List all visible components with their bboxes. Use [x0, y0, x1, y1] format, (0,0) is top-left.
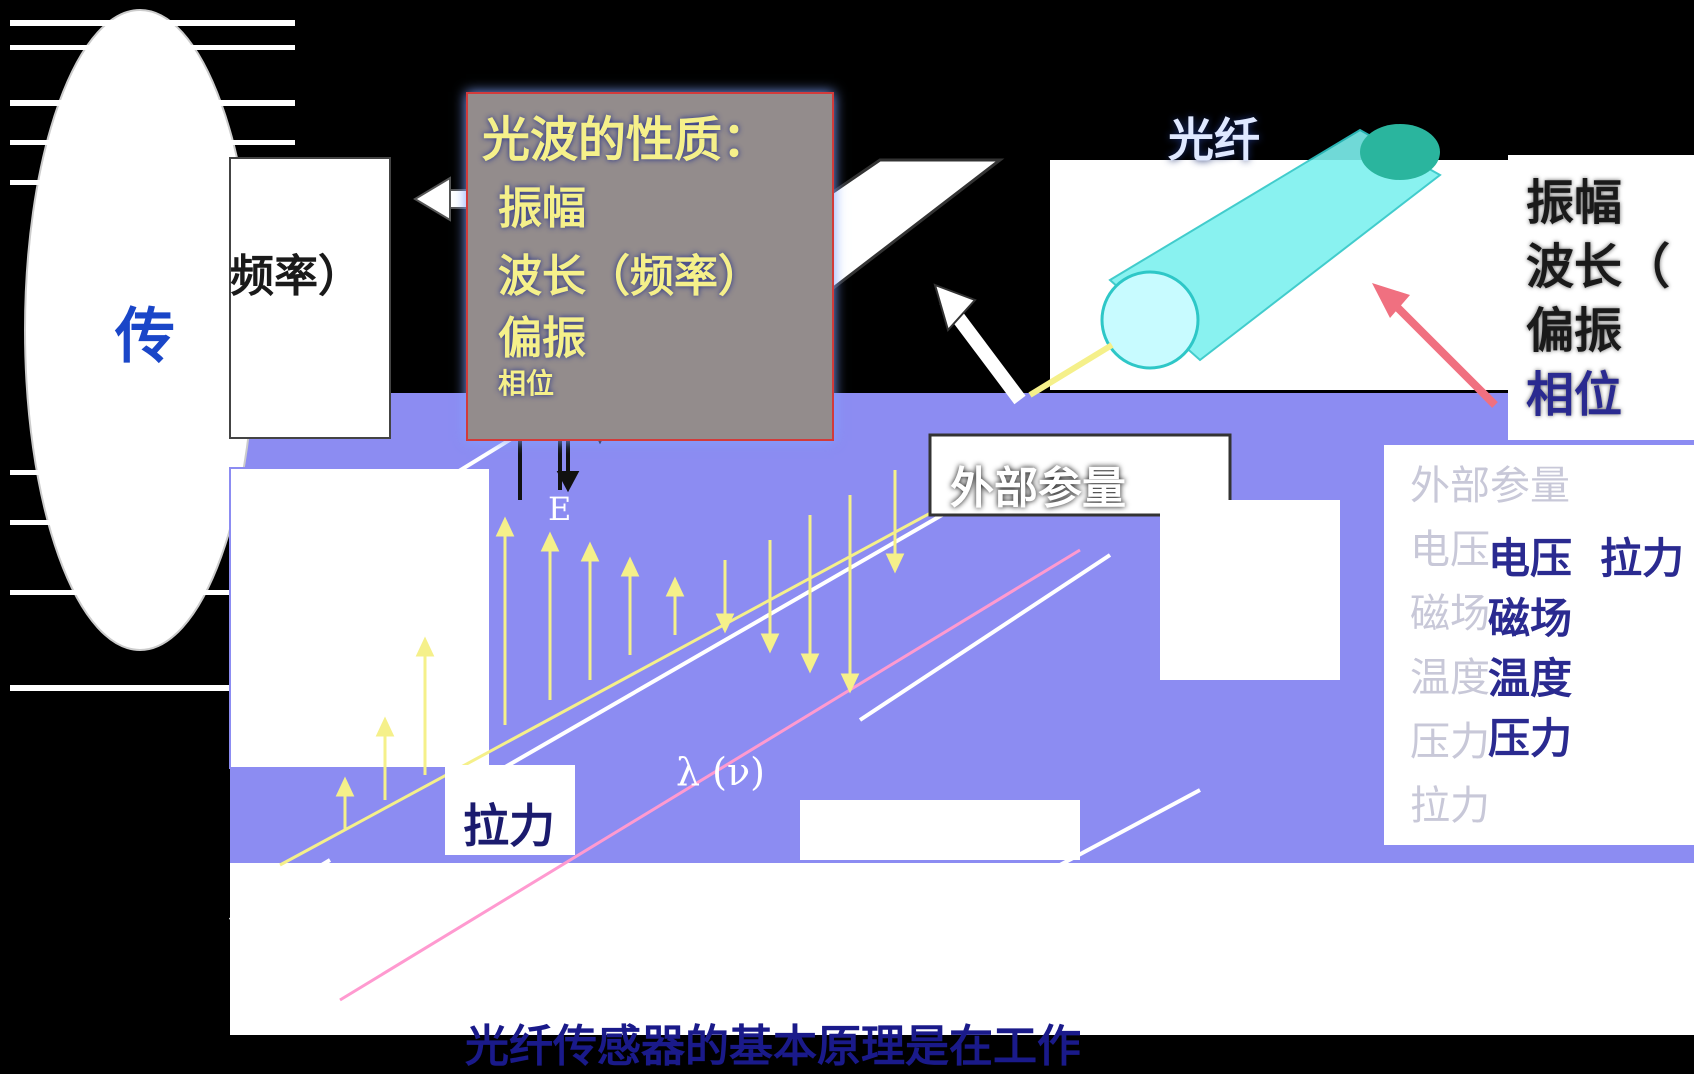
red-arrow: [1372, 283, 1498, 408]
property-polarization: 偏振: [498, 313, 586, 364]
property-phase: 相位: [498, 367, 555, 400]
pull-label-box: [445, 765, 575, 855]
left-stripe-marks: [10, 20, 295, 691]
left-lower-panel: [229, 467, 491, 769]
lambda-label: λ (ν): [676, 750, 765, 794]
outer-item: 压力: [1410, 719, 1490, 765]
left-frequency-label: 频率）: [230, 251, 362, 302]
right-item: 偏振: [1526, 303, 1623, 359]
pink-axis: [339, 548, 1081, 1002]
right-item: 相位: [1526, 367, 1623, 423]
outer-item: 电压: [1410, 527, 1490, 573]
pull-label: 拉力: [463, 799, 555, 853]
right-item: 振幅: [1526, 175, 1623, 231]
measurand-pressure: 压力: [1488, 714, 1573, 763]
e-label: E: [548, 490, 571, 528]
property-amplitude: 振幅: [498, 183, 586, 234]
wave-properties-title: 光波的性质：: [482, 112, 771, 168]
outer-item: 外部参量: [1410, 463, 1570, 509]
external-param-title: 外部参量: [950, 463, 1126, 514]
outer-item: 拉力: [1410, 783, 1490, 829]
fiber-label: 光纤: [1168, 113, 1260, 167]
outer-item: 磁场: [1410, 591, 1490, 637]
left-white-panel: [229, 157, 391, 439]
external-param-list: 外部参量 电压 磁场 温度 压力 拉力: [1384, 445, 1694, 845]
footer-caption: 光纤传感器的基本原理是在工作: [465, 1021, 1081, 1072]
left-char: 传: [115, 302, 175, 372]
up-left-arrow: [933, 283, 1026, 405]
measurand-temperature: 温度: [1488, 654, 1573, 703]
field-arrows-up: [335, 516, 685, 830]
footer-background: [230, 863, 1694, 1035]
lower-center-box: [800, 800, 1080, 860]
outer-item: 温度: [1410, 655, 1490, 701]
wave-properties-box: [466, 92, 834, 441]
field-arrows-down: [715, 470, 905, 694]
optical-fiber-icon: [1028, 124, 1442, 398]
measurand-tension: 拉力: [1600, 534, 1685, 583]
right-properties-panel: 振幅 波长（ 偏振 相位: [1508, 155, 1694, 440]
measurand-voltage: 电压: [1488, 534, 1573, 583]
yellow-axis: [279, 468, 1011, 867]
center-right-box: [1160, 500, 1340, 680]
measurand-magnetic: 磁场: [1488, 594, 1573, 643]
right-item: 波长（: [1526, 239, 1671, 295]
wave-baselines: [228, 198, 1694, 1012]
property-wavelength: 波长（频率）: [498, 251, 762, 302]
